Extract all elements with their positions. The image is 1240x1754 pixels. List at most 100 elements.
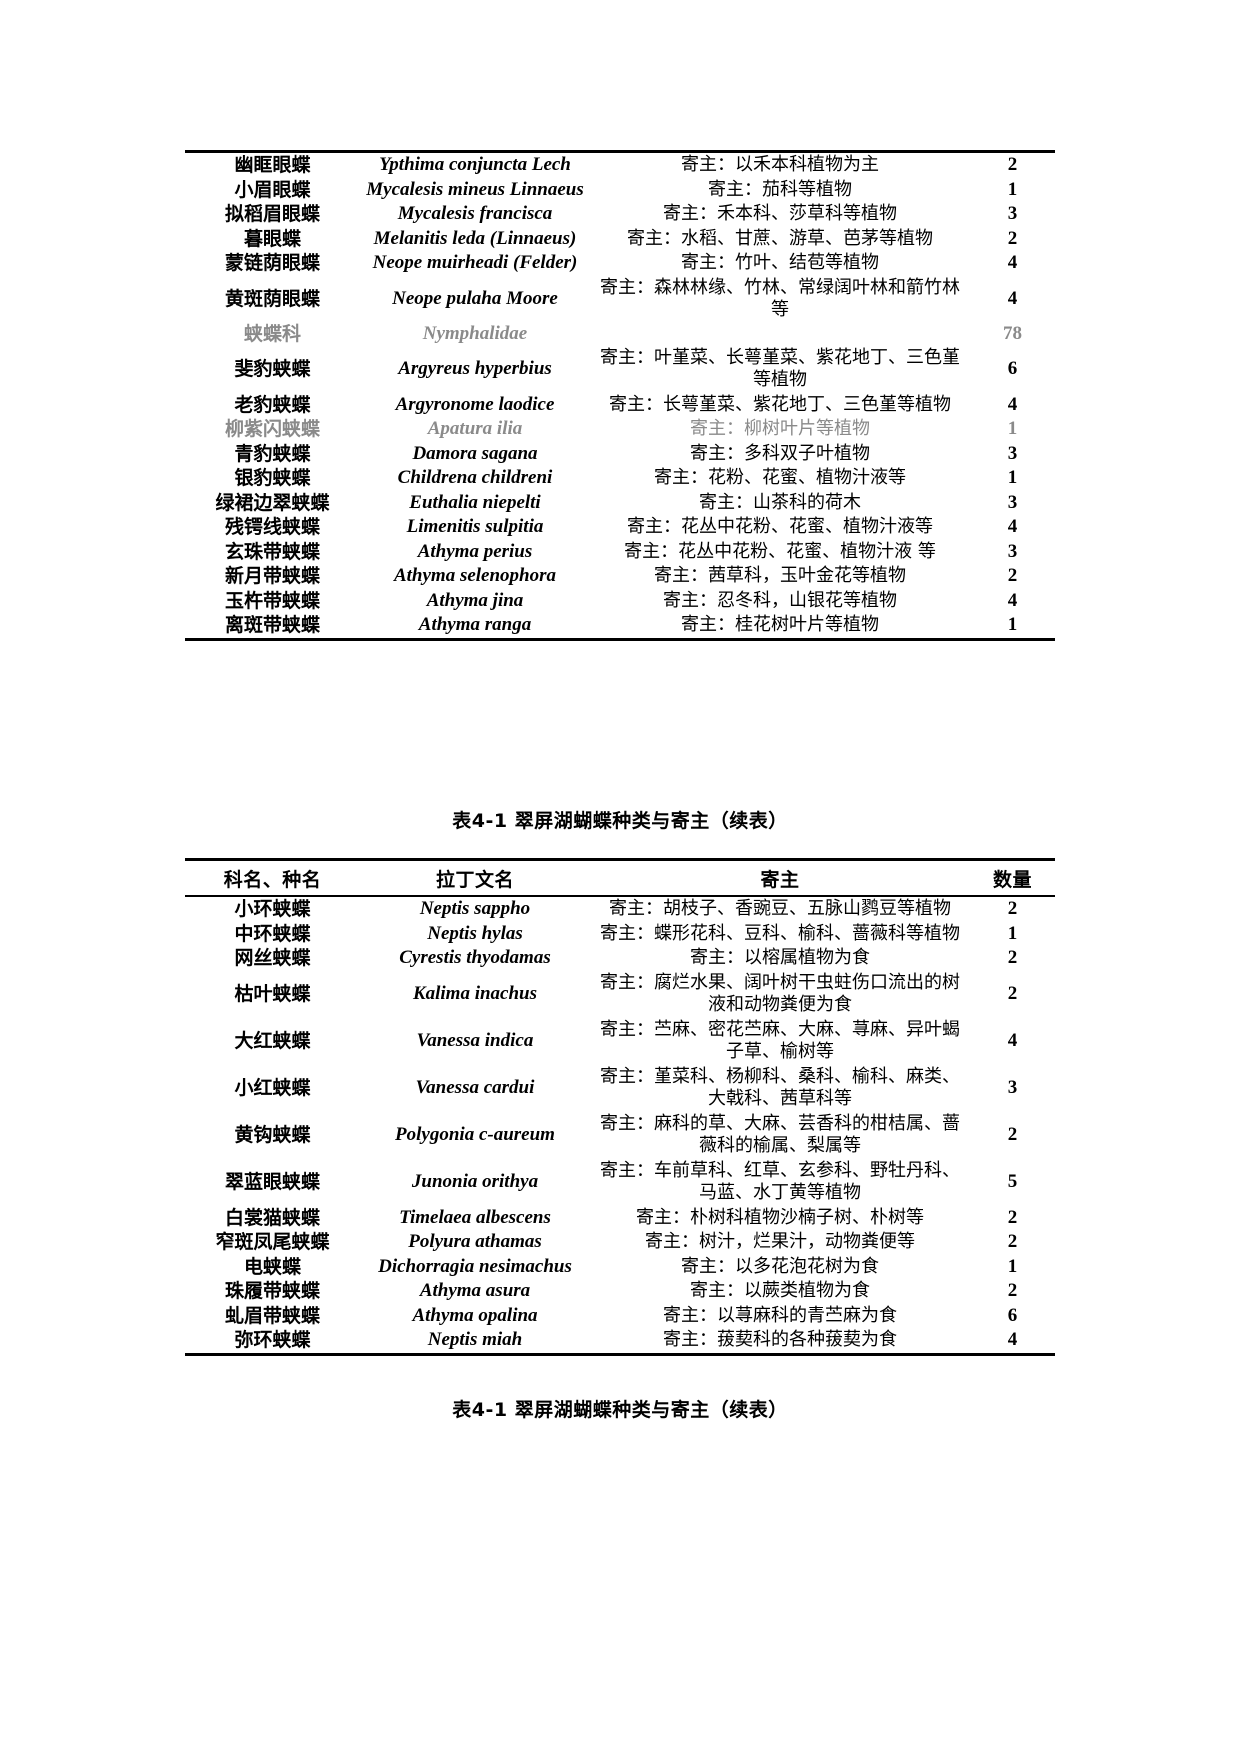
cell-host: 寄主：苎麻、密花苎麻、大麻、荨麻、异叶蝎子草、榆树等 [600,1018,960,1063]
cell-latin: Dichorragia nesimachus [378,1255,572,1277]
cell-cn: 大红蛱蝶 [234,1029,311,1052]
cell-cn: 小眉眼蝶 [234,178,311,201]
table-row: 暮眼蝶 Melanitis leda (Linnaeus) 寄主：水稻、甘蔗、游草、… [185,227,1055,252]
table-caption-1: 表4-1 翠屏湖蝴蝶种类与寄主（续表） [452,810,788,832]
cell-cn: 新月带蛱蝶 [224,565,320,588]
cell-qty: 6 [1007,1304,1018,1326]
cell-cn: 黄斑荫眼蝶 [224,287,320,310]
cell-host: 寄主：水稻、甘蔗、游草、芭茅等植物 [627,227,933,249]
cell-host: 寄主：桂花树叶片等植物 [681,614,879,635]
cell-qty: 2 [1007,565,1018,587]
cell-latin: Nymphalidae [422,322,528,344]
cell-latin: Cyrestis thyodamas [399,947,551,969]
cell-cn: 弥环蛱蝶 [234,1329,311,1352]
cell-cn: 白裳猫蛱蝶 [224,1206,320,1229]
cell-latin: Neope muirheadi (Felder) [372,252,578,274]
cell-latin: Damora sagana [412,442,538,464]
cell-latin: Euthalia niepelti [409,491,541,513]
cell-cn: 离斑带蛱蝶 [224,614,320,637]
cell-qty: 4 [1007,516,1018,538]
cell-host: 寄主：森林林缘、竹林、常绿阔叶林和箭竹林等 [600,276,960,321]
table-2-header-row: 科名、种名 拉丁文名 寄主 数量 [185,859,1055,896]
cell-host: 寄主：竹叶、结苞等植物 [681,252,879,273]
column-header-latin: 拉丁文名 [435,869,514,891]
cell-host: 寄主：堇菜科、杨柳科、桑科、榆科、麻类、大戟科、茜草科等 [600,1065,960,1110]
cell-cn: 幽眶眼蝶 [234,154,311,177]
cell-qty: 4 [1007,1329,1018,1351]
cell-host: 寄主：以多花泡花树为食 [681,1255,879,1277]
cell-cn: 暮眼蝶 [243,227,301,250]
cell-cn: 中环蛱蝶 [234,922,311,945]
cell-latin: Argyronome laodice [395,393,555,415]
cell-latin: Neptis sappho [419,898,531,920]
cell-qty: 4 [1007,252,1018,274]
cell-qty: 5 [1007,1171,1018,1192]
cell-qty: 1 [1007,1255,1018,1277]
cell-qty: 3 [1007,203,1018,225]
cell-cn: 小环蛱蝶 [234,898,311,921]
cell-qty: 3 [1007,442,1018,464]
cell-host: 寄主：树汁，烂果汁，动物粪便等 [645,1231,915,1252]
cell-host: 寄主：花丛中花粉、花蜜、植物汁液等 [627,516,933,537]
cell-latin: Polygonia c-aureum [395,1123,555,1145]
cell-host: 寄主：菝葜科的各种菝葜为食 [663,1329,897,1350]
cell-host: 寄主：禾本科、莎草科等植物 [663,203,897,224]
cell-qty: 1 [1007,178,1018,200]
cell-qty: 2 [1007,947,1018,969]
cell-host: 寄主：以荨麻科的青苎麻为食 [663,1304,897,1326]
cell-cn: 玉杵带蛱蝶 [224,589,320,612]
table-2-head: 科名、种名 拉丁文名 寄主 数量 [185,859,1055,896]
cell-host: 寄主：胡枝子、香豌豆、五脉山鹨豆等植物 [609,898,951,919]
table-caption-2: 表4-1 翠屏湖蝴蝶种类与寄主（续表） [452,1399,788,1421]
cell-cn: 虬眉带蛱蝶 [224,1304,320,1327]
cell-latin: Neope pulaha Moore [392,287,558,309]
cell-host: 寄主：麻科的草、大麻、芸香科的柑桔属、蔷薇科的榆属、梨属等 [600,1112,960,1157]
cell-qty: 2 [1007,1124,1018,1145]
cell-latin: Athyma perius [417,540,533,562]
column-header-qty: 数量 [992,869,1032,891]
cell-cn: 翠蓝眼蛱蝶 [224,1170,320,1193]
table-row: 电蛱蝶 Dichorragia nesimachus 寄主：以多花泡花树为食 1 [185,1255,1055,1280]
cell-cn: 网丝蛱蝶 [234,947,311,970]
cell-cn: 黄钩蛱蝶 [234,1123,311,1146]
column-header-host: 寄主 [760,869,800,891]
cell-qty: 78 [1003,323,1022,344]
cell-qty: 4 [1007,288,1018,309]
cell-cn: 绿裙边翠蛱蝶 [215,491,330,514]
cell-latin: Childrena childreni [397,467,553,489]
cell-qty: 1 [1007,922,1018,944]
cell-qty: 2 [1007,1231,1018,1253]
cell-host: 寄主：柳树叶片等植物 [690,418,870,439]
cell-latin: Melanitis leda (Linnaeus) [373,227,577,249]
cell-qty: 1 [1007,467,1018,489]
cell-cn: 残锷线蛱蝶 [224,516,320,539]
cell-host: 寄主：叶堇菜、长萼堇菜、紫花地丁、三色堇等植物 [600,346,960,391]
table-caption-1-wrapper: 表4-1 翠屏湖蝴蝶种类与寄主（续表） [0,806,1240,833]
cell-qty: 2 [1007,1206,1018,1228]
cell-host: 寄主：以蕨类植物为食 [690,1280,870,1301]
cell-latin: Athyma selenophora [393,565,557,587]
cell-cn: 电蛱蝶 [243,1255,301,1278]
cell-qty: 3 [1007,491,1018,513]
cell-host: 寄主：腐烂水果、阔叶树干虫蛀伤口流出的树液和动物粪便为食 [600,971,960,1016]
table-2: 科名、种名 拉丁文名 寄主 数量 小环蛱蝶 Neptis sappho 寄主：胡枝子… [185,858,1055,1356]
cell-latin: Vanessa indica [416,1029,534,1051]
